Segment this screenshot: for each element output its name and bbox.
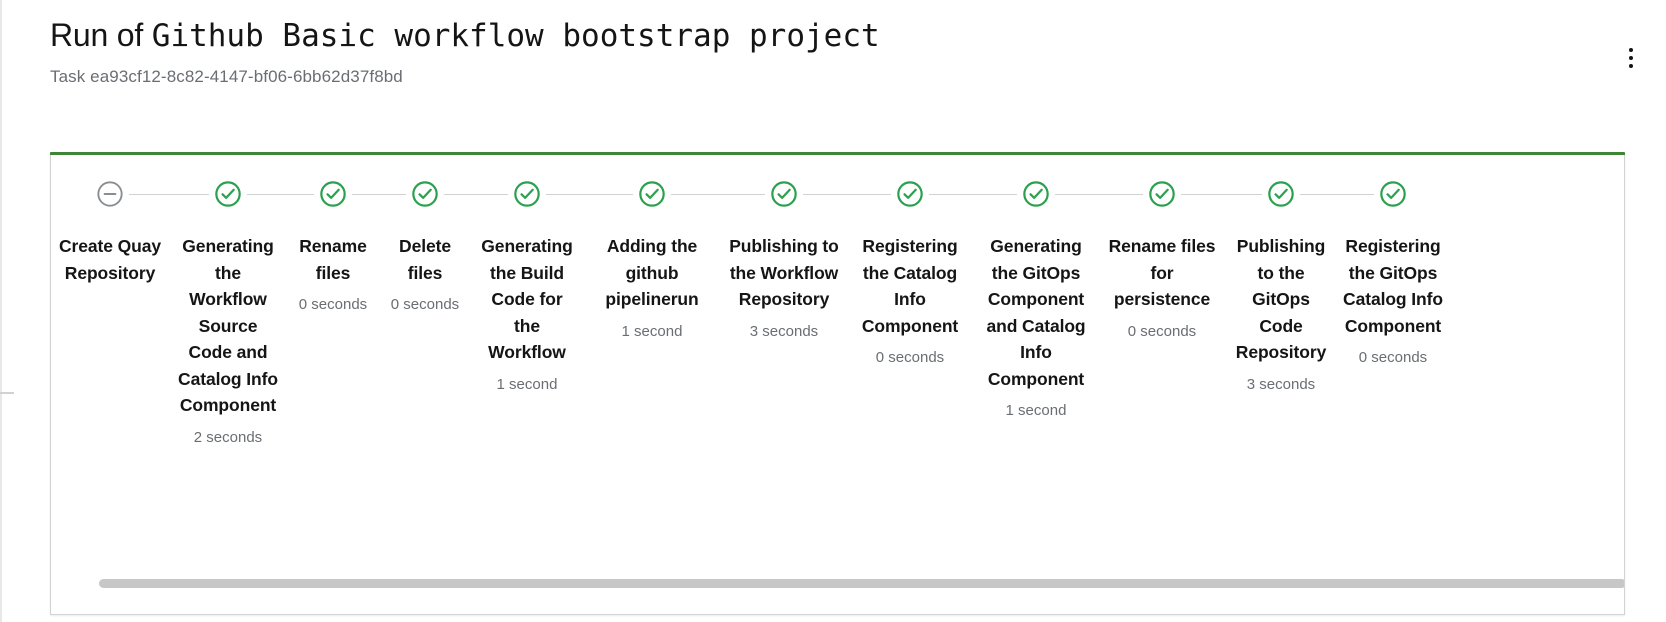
run-steps-card: Create Quay Repository Generating the Wor… [50, 155, 1625, 615]
step-connector-line [287, 194, 314, 195]
workflow-step[interactable]: Generating the Build Code for the Workfl… [471, 155, 583, 398]
step-icon-row [721, 155, 847, 233]
minus-circle-icon[interactable] [96, 180, 124, 208]
card-horizontal-scrollbar-thumb[interactable] [99, 579, 1624, 588]
kebab-menu-icon[interactable] [1614, 40, 1648, 76]
check-circle-icon[interactable] [638, 180, 666, 208]
workflow-step[interactable]: Generating the GitOps Component and Cata… [973, 155, 1099, 425]
step-connector-line [1300, 194, 1337, 195]
check-circle-icon[interactable] [770, 180, 798, 208]
page-title-prefix: Run of [50, 17, 152, 53]
step-duration: 0 seconds [298, 296, 368, 313]
check-circle-icon[interactable] [1379, 180, 1407, 208]
workflow-step[interactable]: Generating the Workflow Source Code and … [169, 155, 287, 451]
step-duration: 0 seconds [875, 349, 945, 366]
workflow-step[interactable]: Delete files 0 seconds [379, 155, 471, 319]
check-circle-icon[interactable] [1148, 180, 1176, 208]
step-connector-line [247, 194, 287, 195]
page-title-workflow-name: Github Basic workflow bootstrap project [151, 18, 880, 54]
step-label: Create Quay Repository [58, 236, 161, 283]
step-icon-row [51, 155, 169, 233]
step-connector-line [973, 194, 1017, 195]
step-label: Generating the GitOps Component and Cata… [986, 236, 1086, 389]
step-label: Registering the GitOps Catalog Info Comp… [1343, 236, 1443, 336]
step-label: Adding the github pipelinerun [605, 236, 699, 309]
workflow-step[interactable]: Publishing to the GitOps Code Repository… [1225, 155, 1337, 398]
step-label: Generating the Build Code for the Workfl… [481, 236, 573, 362]
step-connector-line [1225, 194, 1262, 195]
step-icon-row [973, 155, 1099, 233]
page-header: Run of Github Basic workflow bootstrap p… [50, 14, 1626, 88]
card-top-accent-bar [50, 152, 1625, 157]
check-circle-icon[interactable] [319, 180, 347, 208]
workflow-step[interactable]: Create Quay Repository [51, 155, 169, 286]
step-connector-line [671, 194, 721, 195]
step-connector-line [803, 194, 847, 195]
check-circle-icon[interactable] [411, 180, 439, 208]
left-edge-rail [0, 0, 2, 622]
step-connector-line [929, 194, 973, 195]
workflow-step[interactable]: Registering the GitOps Catalog Info Comp… [1337, 155, 1449, 372]
check-circle-icon[interactable] [1267, 180, 1295, 208]
kebab-dot-2 [1629, 56, 1633, 60]
step-connector-line [721, 194, 765, 195]
task-id-subtitle: Task ea93cf12-8c82-4147-bf06-6bb62d37f8b… [50, 67, 403, 86]
step-connector-line [379, 194, 406, 195]
card-horizontal-scrollbar-track[interactable] [75, 579, 1624, 601]
step-icon-row [1225, 155, 1337, 233]
step-icon-row [583, 155, 721, 233]
kebab-dot-3 [1629, 64, 1633, 68]
step-label: Delete files [399, 236, 451, 283]
step-connector-line [847, 194, 891, 195]
workflow-step[interactable]: Publishing to the Workflow Repository 3 s… [721, 155, 847, 345]
check-circle-icon[interactable] [513, 180, 541, 208]
step-icon-row [287, 155, 379, 233]
step-duration: 0 seconds [1358, 349, 1428, 366]
step-connector-line [471, 194, 508, 195]
step-connector-line [1055, 194, 1099, 195]
workflow-stepper: Create Quay Repository Generating the Wor… [51, 155, 1624, 451]
workflow-step[interactable]: Rename files for persistence 0 seconds [1099, 155, 1225, 345]
workflow-step[interactable]: Rename files 0 seconds [287, 155, 379, 319]
step-connector-line [1181, 194, 1225, 195]
step-label: Rename files for persistence [1108, 236, 1216, 309]
step-icon-row [169, 155, 287, 233]
step-connector-line [1099, 194, 1143, 195]
step-duration: 1 second [496, 375, 558, 393]
check-circle-icon[interactable] [1022, 180, 1050, 208]
step-duration: 1 second [621, 322, 683, 340]
step-duration: 2 seconds [193, 428, 263, 446]
step-connector-line [169, 194, 209, 195]
step-connector-line [444, 194, 471, 195]
step-label: Rename files [299, 236, 367, 283]
kebab-dot-1 [1629, 48, 1633, 52]
step-duration: 0 seconds [1127, 322, 1197, 340]
check-circle-icon[interactable] [896, 180, 924, 208]
step-connector-line [1337, 194, 1374, 195]
step-connector-line [583, 194, 633, 195]
left-edge-tick [0, 392, 14, 394]
step-connector-line [129, 194, 169, 195]
step-duration: 3 seconds [749, 322, 819, 340]
step-icon-row [1337, 155, 1449, 233]
step-connector-line [546, 194, 583, 195]
step-label: Publishing to the GitOps Code Repository [1235, 236, 1327, 362]
step-duration: 3 seconds [1246, 375, 1316, 393]
check-circle-icon[interactable] [214, 180, 242, 208]
step-icon-row [379, 155, 471, 233]
step-duration: 1 second [1005, 402, 1067, 419]
step-icon-row [1099, 155, 1225, 233]
step-duration: 0 seconds [390, 296, 460, 313]
step-label: Registering the Catalog Info Component [861, 236, 959, 336]
step-label: Generating the Workflow Source Code and … [178, 236, 278, 415]
step-icon-row [471, 155, 583, 233]
step-label: Publishing to the Workflow Repository [729, 236, 839, 309]
workflow-step[interactable]: Registering the Catalog Info Component 0 … [847, 155, 973, 372]
step-connector-line [352, 194, 379, 195]
page-title: Run of Github Basic workflow bootstrap p… [50, 14, 1626, 57]
step-icon-row [847, 155, 973, 233]
workflow-step[interactable]: Adding the github pipelinerun 1 second [583, 155, 721, 345]
